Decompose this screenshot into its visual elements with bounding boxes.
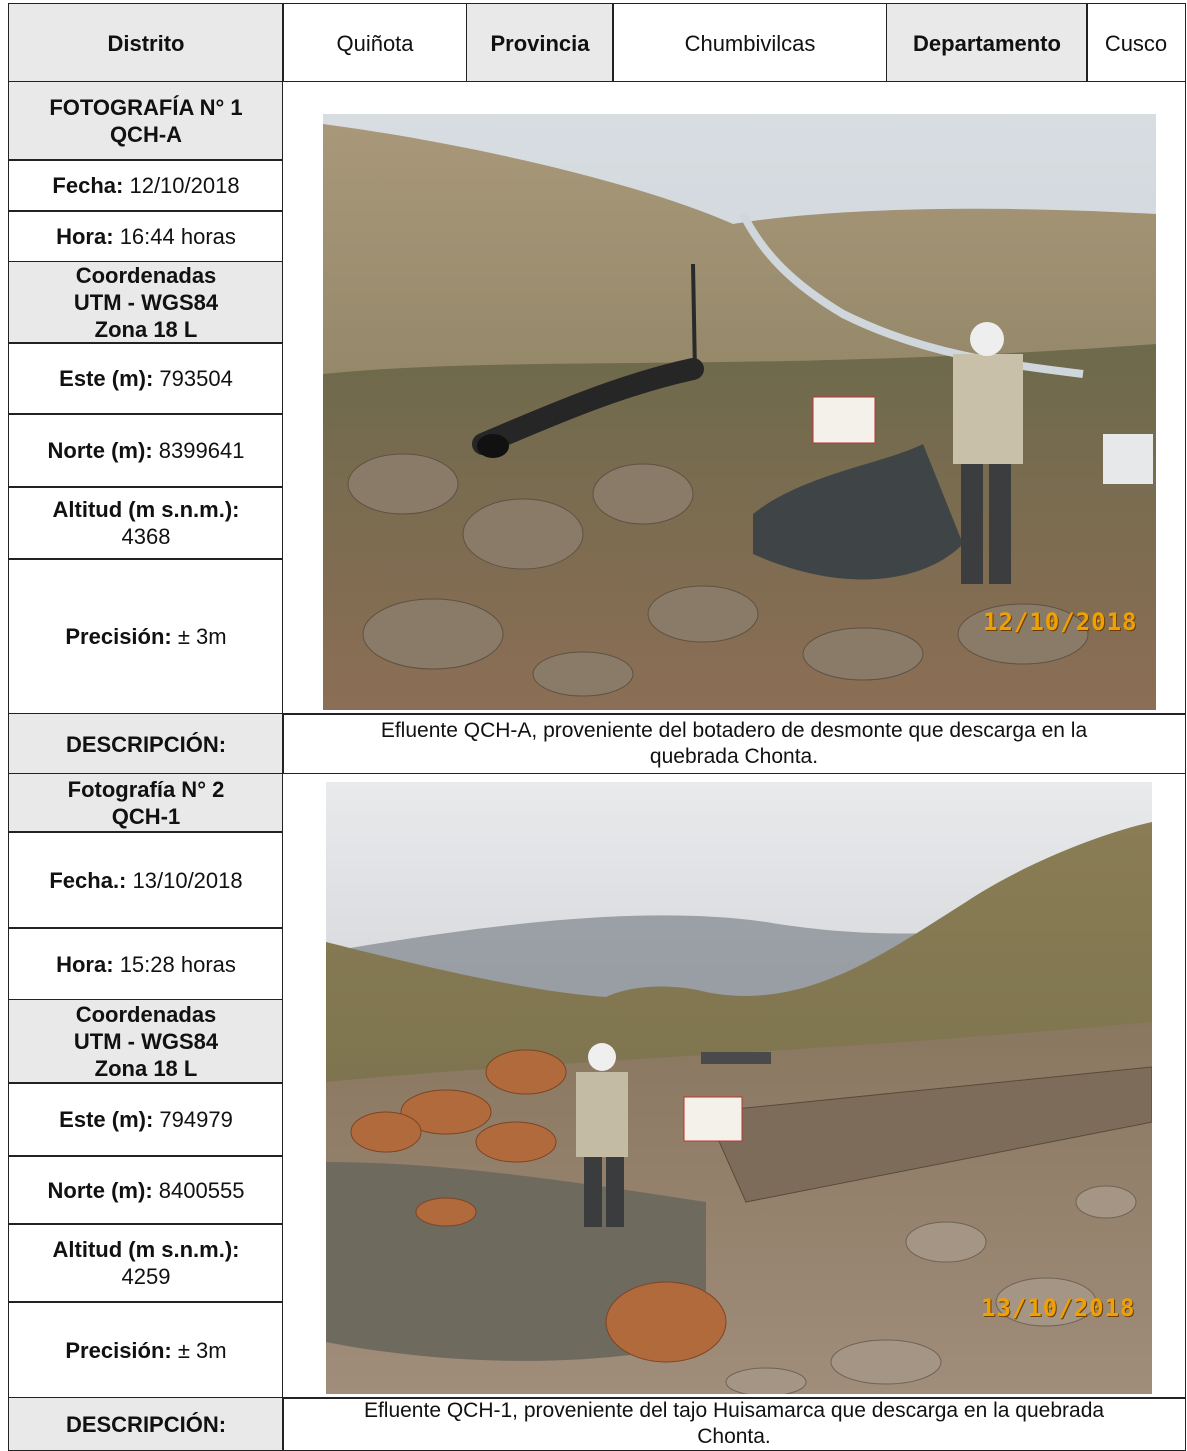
photo1-title-line1: FOTOGRAFÍA N° 1	[49, 95, 243, 120]
photo1-descripcion-label-text: DESCRIPCIÓN:	[65, 731, 227, 757]
photo2-frame: 13/10/2018	[282, 773, 1186, 1399]
photo2-title-line2: QCH-1	[111, 804, 181, 829]
departamento-value: Cusco	[1086, 3, 1186, 83]
provincia-value-text: Chumbivilcas	[684, 30, 816, 56]
photo1-precision-value: ± 3m	[177, 624, 227, 649]
photo1-title-line2: QCH-A	[109, 122, 183, 147]
photo1-altitud-label: Altitud (m s.n.m.):	[52, 497, 240, 522]
photo2-coord-line2: UTM - WGS84	[73, 1029, 219, 1054]
photo2-precision-value: ± 3m	[177, 1337, 227, 1363]
photo1-coord-line3: Zona 18 L	[94, 317, 198, 342]
photo1-frame: 12/10/2018	[282, 81, 1186, 715]
photo2-descripcion-label-text: DESCRIPCIÓN:	[65, 1411, 227, 1437]
photo2-fecha-value: 13/10/2018	[132, 867, 243, 893]
photo1-coordenadas: Coordenadas UTM - WGS84 Zona 18 L	[8, 261, 284, 344]
photo2-precision: Precisión: ± 3m	[8, 1301, 284, 1399]
departamento-label: Departamento	[886, 3, 1088, 83]
photo2-altitud-value: 4259	[121, 1264, 171, 1289]
photo1-norte: Norte (m): 8399641	[8, 413, 284, 488]
distrito-value: Quiñota	[282, 3, 468, 83]
photo1-hora: Hora: 16:44 horas	[8, 210, 284, 263]
photo1-fecha-label: Fecha:	[52, 173, 124, 198]
photo1-fecha: Fecha: 12/10/2018	[8, 159, 284, 212]
photo1-descripcion-line2: quebrada Chonta.	[649, 745, 819, 768]
photo2-descripcion-line1: Efluente QCH-1, proveniente del tajo Hui…	[363, 1399, 1105, 1422]
worker-figure	[953, 322, 1023, 584]
photo1-title: FOTOGRAFÍA N° 1 QCH-A	[8, 81, 284, 161]
provincia-value: Chumbivilcas	[612, 3, 888, 83]
photo1-este-value: 793504	[159, 366, 233, 391]
provincia-label: Provincia	[466, 3, 614, 83]
photo1-descripcion-label: DESCRIPCIÓN:	[8, 713, 284, 775]
photo2-norte: Norte (m): 8400555	[8, 1155, 284, 1225]
departamento-label-text: Departamento	[913, 30, 1061, 56]
photo2-altitud-label: Altitud (m s.n.m.):	[52, 1237, 240, 1262]
photo2-hora-label: Hora:	[56, 951, 114, 977]
photo2-coord-line1: Coordenadas	[75, 1002, 217, 1027]
distrito-label: Distrito	[8, 3, 284, 83]
photo2-fecha-label: Fecha.:	[49, 867, 127, 893]
photo1-descripcion-line1: Efluente QCH-A, proveniente del botadero…	[380, 719, 1088, 742]
photo1-este-label: Este (m):	[59, 366, 154, 391]
photo1-hora-label: Hora:	[56, 224, 114, 249]
photo2-title: Fotografía N° 2 QCH-1	[8, 773, 284, 833]
photo2-hora: Hora: 15:28 horas	[8, 927, 284, 1001]
photo2-descripcion: Efluente QCH-1, proveniente del tajo Hui…	[282, 1397, 1186, 1451]
photo2-hora-value: 15:28 horas	[119, 951, 236, 977]
photo1-date-stamp: 12/10/2018	[983, 608, 1138, 636]
photo2-date-stamp: 13/10/2018	[981, 1294, 1136, 1322]
photo1-precision-label: Precisión:	[65, 624, 172, 649]
photo1-fecha-value: 12/10/2018	[129, 173, 240, 198]
distrito-label-text: Distrito	[107, 30, 185, 56]
provincia-label-text: Provincia	[490, 30, 590, 56]
photo2-este: Este (m): 794979	[8, 1082, 284, 1157]
photo2-altitud: Altitud (m s.n.m.): 4259	[8, 1223, 284, 1303]
photo1-image	[323, 114, 1156, 710]
photo2-descripcion-line2: Chonta.	[697, 1425, 771, 1448]
photo2-coordenadas: Coordenadas UTM - WGS84 Zona 18 L	[8, 999, 284, 1084]
photo2-norte-value: 8400555	[158, 1177, 245, 1203]
photo1-descripcion: Efluente QCH-A, proveniente del botadero…	[282, 713, 1186, 775]
photo1-norte-label: Norte (m):	[47, 438, 153, 463]
photo2-image	[326, 782, 1152, 1394]
photo2-norte-label: Norte (m):	[47, 1177, 153, 1203]
photo2-title-line1: Fotografía N° 2	[67, 777, 225, 802]
photo2-descripcion-label: DESCRIPCIÓN:	[8, 1397, 284, 1451]
photo2-este-value: 794979	[159, 1107, 233, 1132]
photo1-hora-value: 16:44 horas	[119, 224, 236, 249]
worker-figure-2	[576, 1043, 628, 1227]
departamento-value-text: Cusco	[1104, 30, 1168, 56]
photo1-precision: Precisión: ± 3m	[8, 558, 284, 715]
photo2-este-label: Este (m):	[59, 1107, 154, 1132]
distrito-value-text: Quiñota	[336, 30, 414, 56]
photo1-coord-line2: UTM - WGS84	[73, 290, 219, 315]
photo1-norte-value: 8399641	[158, 438, 245, 463]
photo1-altitud: Altitud (m s.n.m.): 4368	[8, 486, 284, 560]
photo2-fecha: Fecha.: 13/10/2018	[8, 831, 284, 929]
photo1-coord-line1: Coordenadas	[75, 263, 217, 288]
photo2-precision-label: Precisión:	[65, 1337, 172, 1363]
photo2-coord-line3: Zona 18 L	[94, 1056, 198, 1081]
photo1-este: Este (m): 793504	[8, 342, 284, 415]
photo1-altitud-value: 4368	[121, 524, 171, 549]
